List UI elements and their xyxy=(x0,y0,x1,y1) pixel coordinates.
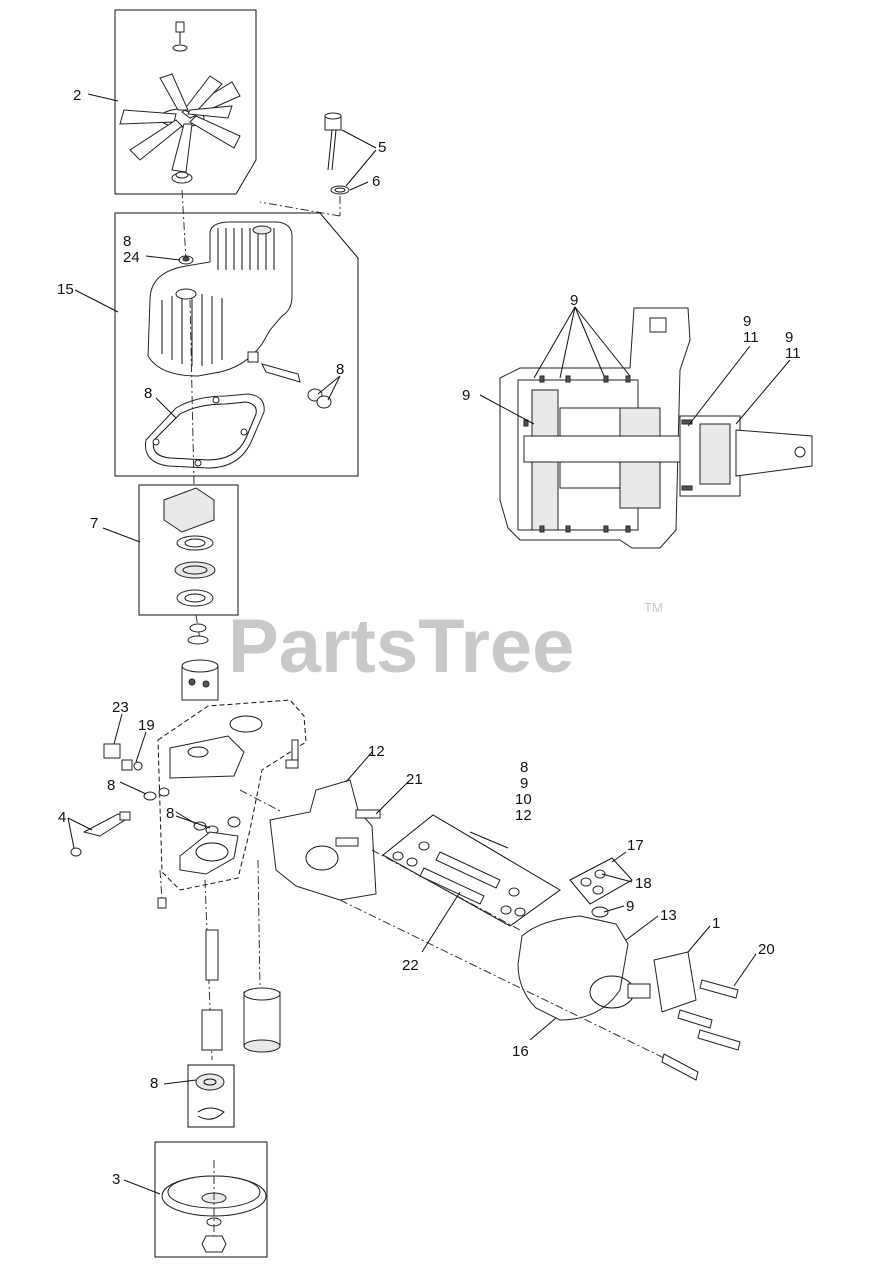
watermark-trademark: TM xyxy=(644,600,663,615)
motor-assembly-drawing xyxy=(239,779,741,1081)
dipstick-drawing xyxy=(259,112,350,217)
callout-19: 19 xyxy=(138,717,155,734)
cover-drawing xyxy=(144,221,332,469)
callout-10-kit: 10 xyxy=(515,791,532,808)
callout-9-motor: 9 xyxy=(626,898,634,915)
callout-8-shaft: 8 xyxy=(336,361,344,378)
callout-21: 21 xyxy=(406,771,423,788)
fitting-kit-box xyxy=(569,857,633,905)
callout-15: 15 xyxy=(57,281,74,298)
bearing-box xyxy=(138,484,239,616)
center-shaft-drawing xyxy=(181,189,281,1061)
callouts: 2 5 6 8 24 15 8 8 7 9 9 11 9 11 9 23 19 … xyxy=(57,87,801,1188)
callout-7: 7 xyxy=(90,515,98,532)
callout-9-section-top: 9 xyxy=(570,292,578,309)
fan-blade-drawing xyxy=(119,21,241,184)
callout-11-section-a: 11 xyxy=(743,329,759,346)
callout-8-kit: 8 xyxy=(520,759,528,776)
callout-13: 13 xyxy=(660,907,677,924)
callout-5: 5 xyxy=(378,139,386,156)
callout-8-gasket: 8 xyxy=(144,385,152,402)
callout-12-top: 12 xyxy=(368,743,385,760)
callout-17: 17 xyxy=(627,837,644,854)
cross-section-drawing xyxy=(499,307,813,549)
callout-8-mid: 8 xyxy=(166,805,174,822)
callout-23: 23 xyxy=(112,699,129,716)
callout-1: 1 xyxy=(712,915,720,932)
cover-assembly-group xyxy=(114,212,359,477)
callout-8-left: 8 xyxy=(107,777,115,794)
lower-bearing-box xyxy=(187,1064,235,1128)
lower-bearing-group xyxy=(187,1064,235,1128)
callout-12-kit: 12 xyxy=(515,807,532,824)
fan-assembly-group xyxy=(114,9,257,195)
callout-9-kit: 9 xyxy=(520,775,528,792)
callout-11-section-b: 11 xyxy=(785,345,801,362)
callout-16: 16 xyxy=(512,1043,529,1060)
callout-8-bearing: 8 xyxy=(150,1075,158,1092)
callout-9-section-left: 9 xyxy=(462,387,470,404)
callout-18: 18 xyxy=(635,875,652,892)
callout-8-cover: 8 xyxy=(123,233,131,250)
seal-kit-box xyxy=(382,814,561,927)
callout-2: 2 xyxy=(73,87,81,104)
callout-9-section-right-a: 9 xyxy=(743,313,751,330)
fan-box xyxy=(114,9,257,195)
bearing-drawing xyxy=(163,487,216,607)
callout-6: 6 xyxy=(372,173,380,190)
bearing-assembly-group xyxy=(138,484,239,616)
callout-9-section-right-b: 9 xyxy=(785,329,793,346)
pulley-box xyxy=(154,1141,268,1258)
center-housing-drawing xyxy=(70,699,307,909)
callout-20: 20 xyxy=(758,941,775,958)
callout-3: 3 xyxy=(112,1171,120,1188)
cover-box xyxy=(114,212,359,477)
callout-24: 24 xyxy=(123,249,140,266)
watermark: PartsTree TM xyxy=(228,600,663,689)
callout-22: 22 xyxy=(402,957,419,974)
pulley-group xyxy=(154,1141,268,1258)
callout-4: 4 xyxy=(58,809,66,826)
watermark-brand: PartsTree xyxy=(228,604,574,689)
leader-lines xyxy=(67,93,791,1195)
